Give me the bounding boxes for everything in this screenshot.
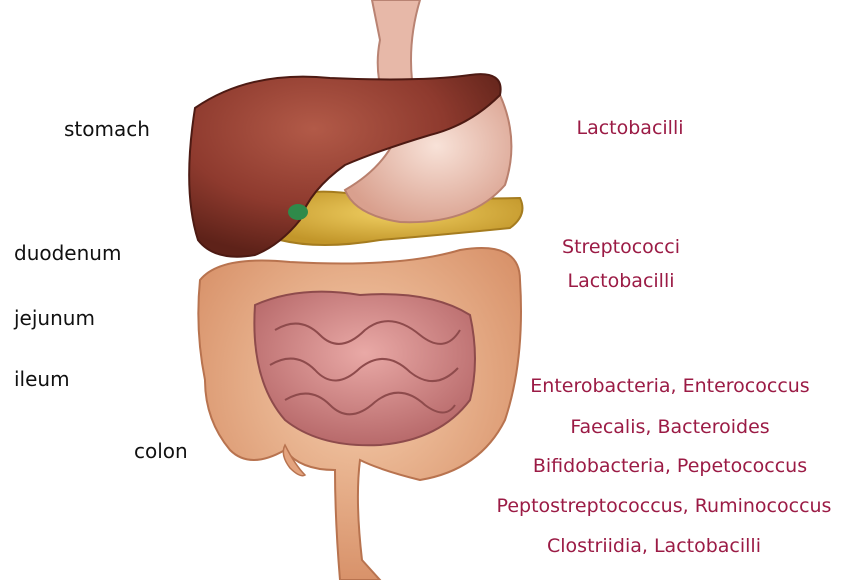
- organ-label-jejunum: jejunum: [14, 307, 95, 329]
- microbe-label-colon-3: Bifidobacteria, Pepetococcus: [533, 455, 807, 477]
- small-intestine: [254, 292, 475, 446]
- microbe-label-colon-4: Peptostreptococcus, Ruminococcus: [497, 495, 832, 517]
- organ-label-ileum: ileum: [14, 368, 70, 390]
- microbe-label-stomach: Lactobacilli: [576, 117, 683, 139]
- microbe-label-duodenum-2: Lactobacilli: [567, 270, 674, 292]
- microbe-label-colon-1: Enterobacteria, Enterococcus: [530, 375, 809, 397]
- microbe-label-colon-2: Faecalis, Bacteroides: [570, 416, 769, 438]
- microbe-label-colon-5: Clostriidia, Lactobacilli: [547, 535, 761, 557]
- gallbladder: [288, 204, 308, 220]
- organ-label-stomach: stomach: [64, 118, 150, 140]
- organ-label-colon: colon: [134, 440, 188, 462]
- organ-label-duodenum: duodenum: [14, 242, 121, 264]
- microbe-label-duodenum-1: Streptococci: [562, 236, 680, 258]
